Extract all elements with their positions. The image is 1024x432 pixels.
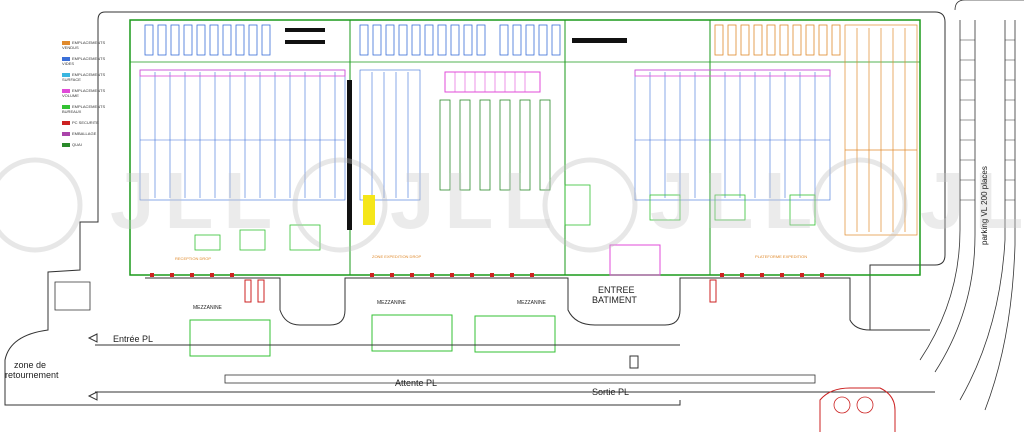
legend-item: EMPLACEMENTS VIDES <box>62 56 114 66</box>
label-mezzanine-right: MEZZANINE <box>517 300 546 306</box>
right-center-pink-strip <box>634 69 831 77</box>
legend-item: EMBALLAGE <box>62 131 114 136</box>
label-entree-pl: Entrée PL <box>113 334 154 344</box>
orange-rack-zone <box>844 24 918 236</box>
top-racks-left <box>144 24 271 56</box>
label-zone-de-retournement-1: zone de <box>14 360 47 370</box>
top-black-bar-1 <box>285 28 325 32</box>
black-column-left <box>347 80 352 230</box>
legend-swatch <box>62 142 70 147</box>
legend-swatch <box>62 120 70 125</box>
top-racks-orange <box>714 24 841 56</box>
label-mezzanine-mid: MEZZANINE <box>377 300 406 306</box>
parking-lot <box>919 0 1024 411</box>
legend-item: EMPLACEMENTS VOLUME <box>62 88 114 98</box>
left-pink-strip <box>139 69 346 77</box>
legend-item: EMPLACEMENTS SURFACE <box>62 72 114 82</box>
legend-text: EMBALLAGE <box>72 131 97 136</box>
label-zone-de-retournement-2: retournement <box>5 370 59 380</box>
turnaround-stub <box>54 281 91 311</box>
mezzanine-left <box>189 319 271 357</box>
center-rack-zone <box>359 69 421 201</box>
legend-text: QUAI <box>72 142 82 147</box>
top-racks-mid <box>359 24 561 56</box>
legend-text: EMPLACEMENTS VOLUME <box>62 88 106 98</box>
label-zone-expedition: ZONE EXPEDITION DROP <box>372 254 422 259</box>
truck-2 <box>257 279 265 303</box>
center-workstations <box>439 99 551 191</box>
center-pink-lines <box>454 72 526 92</box>
legend-text: EMPLACEMENTS SURFACE <box>62 72 106 82</box>
watermark-text-4: JLL <box>920 156 1024 245</box>
label-plateformes: PLATEFORME EXPEDITION <box>755 254 808 259</box>
loading-yard <box>145 277 871 331</box>
arrow-left-2 <box>87 391 98 401</box>
roundabout-circle-1 <box>833 396 851 414</box>
legend-text: EMPLACEMENTS BUREAUX <box>62 104 106 114</box>
legend-swatch <box>62 131 70 136</box>
yellow-block <box>363 195 375 225</box>
label-attente-pl: Attente PL <box>395 378 438 388</box>
guard-box <box>629 355 639 369</box>
right-center-rack-zone <box>634 69 831 201</box>
legend-item: EMPLACEMENTS BUREAUX <box>62 104 114 114</box>
legend-swatch <box>62 104 70 109</box>
label-entree-batiment-1: ENTREE <box>598 285 635 295</box>
legend-swatch <box>62 72 70 77</box>
legend-text: EMPLACEMENTS VIDES <box>62 56 106 66</box>
legend-item: QUAI <box>62 142 114 147</box>
truck-3 <box>709 279 717 303</box>
label-reception: RECEPTION DROP <box>175 256 212 261</box>
watermark-text-3: JLL <box>650 156 823 245</box>
mezzanine-right <box>474 315 556 353</box>
top-black-bar-3 <box>572 38 627 43</box>
truck-1 <box>244 279 252 303</box>
dock-stations <box>194 184 816 251</box>
waiting-lane <box>224 374 816 384</box>
left-rack-zone <box>139 69 346 201</box>
site-outline <box>105 11 946 331</box>
label-mezzanine-left: MEZZANINE <box>193 305 222 311</box>
legend-swatch <box>62 88 70 93</box>
label-parking-vl: parking VL 200 places <box>980 166 989 245</box>
legend-swatch <box>62 40 70 45</box>
site-outline-left <box>4 11 681 406</box>
dock-doors <box>150 273 824 277</box>
roundabout-circle-2 <box>856 396 874 414</box>
main-building <box>129 19 921 276</box>
center-pink-block <box>444 71 541 93</box>
arrow-left-1 <box>87 333 98 343</box>
label-sortie-pl: Sortie PL <box>592 387 630 397</box>
legend-item: EMPLACEMENTS VENDUS <box>62 40 114 50</box>
legend-text: EMPLACEMENTS VENDUS <box>62 40 106 50</box>
watermark-text-1: JLL <box>110 156 283 245</box>
label-entree-batiment-2: BATIMENT <box>592 295 637 305</box>
legend-item: PC SECURITE <box>62 120 114 125</box>
legend-text: PC SECURITE <box>72 120 99 125</box>
legend-swatch <box>62 56 70 61</box>
parking-stalls <box>960 39 1015 201</box>
mezzanine-mid <box>371 314 453 352</box>
top-black-bar-2 <box>285 40 325 44</box>
entrance-zone <box>609 244 661 276</box>
legend: EMPLACEMENTS VENDUS EMPLACEMENTS VIDES EMP… <box>62 40 114 153</box>
watermark-text-2: JLL <box>390 156 563 245</box>
roundabout-area <box>819 387 896 432</box>
